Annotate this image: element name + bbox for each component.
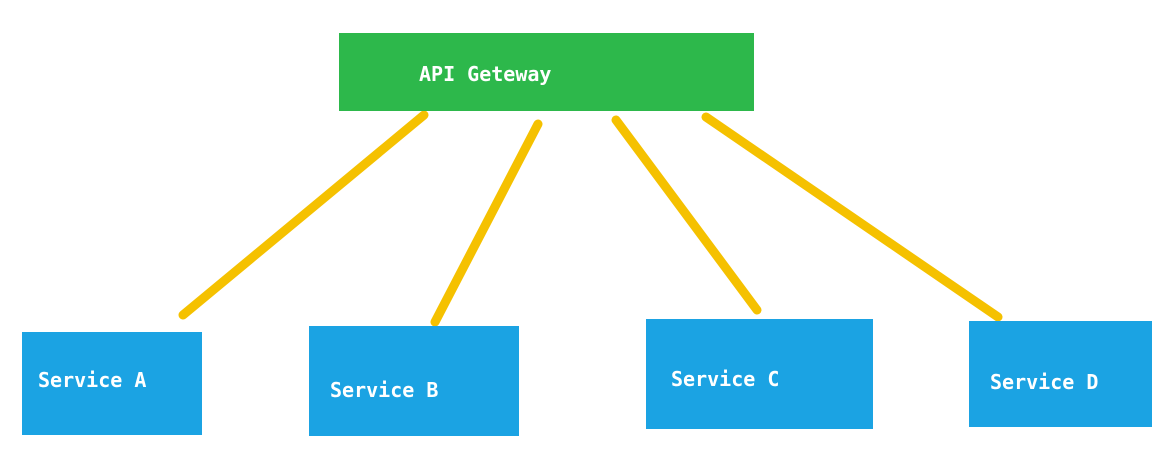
service-d-node[interactable]: Service D <box>969 321 1152 427</box>
service-c-node[interactable]: Service C <box>646 319 873 429</box>
connector-gateway-service-b <box>430 119 543 327</box>
service-b-label: Service B <box>330 378 439 402</box>
service-a-node[interactable]: Service A <box>22 332 202 435</box>
service-b-node[interactable]: Service B <box>309 326 519 436</box>
service-a-label: Service A <box>38 368 147 392</box>
connector-gateway-service-a <box>178 110 429 320</box>
api-gateway-node[interactable]: API Geteway <box>339 33 754 111</box>
api-gateway-label: API Geteway <box>419 62 552 86</box>
service-d-label: Service D <box>990 370 1099 394</box>
connector-gateway-service-d <box>701 112 1003 322</box>
service-c-label: Service C <box>671 367 780 391</box>
connector-gateway-service-c <box>611 115 762 315</box>
